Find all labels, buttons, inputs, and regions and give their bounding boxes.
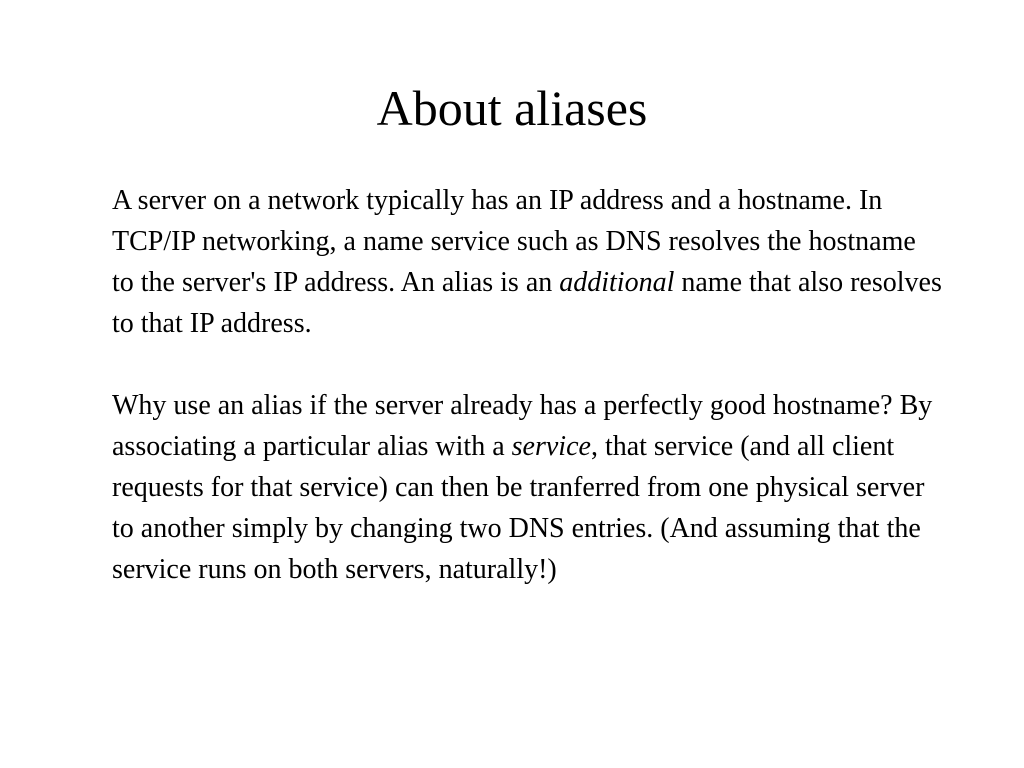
paragraph-text: A server on a network typically has an I… — [112, 185, 916, 298]
emphasis-additional: additional — [559, 267, 675, 298]
slide-title: About aliases — [376, 80, 648, 136]
paragraph-text: name that also resolves to that IP addre… — [112, 267, 942, 339]
slide-body: A server on a network typically has an I… — [112, 180, 942, 590]
paragraph-aliases-definition: A server on a network typically has an I… — [112, 180, 942, 344]
emphasis-service: service — [511, 431, 591, 462]
paragraph-text: Why use an alias if the server already h… — [112, 390, 933, 462]
paragraph-text: , that service (and all client requests … — [112, 431, 925, 585]
paragraph-why-use-alias: Why use an alias if the server already h… — [112, 385, 942, 590]
